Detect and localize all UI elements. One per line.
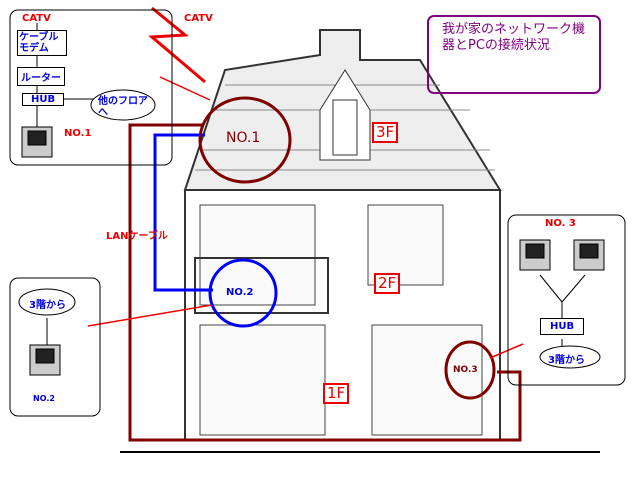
no3-from-label: 3階から	[548, 355, 585, 366]
arrow-no2	[87, 304, 213, 327]
no1-label: NO.1	[64, 128, 92, 139]
no3-box	[507, 214, 626, 386]
no1-box	[9, 9, 173, 166]
cable-modem-box: ケーブルモデム	[17, 30, 67, 56]
no3-hub-box: HUB	[540, 318, 585, 335]
hub-box: HUB	[22, 93, 65, 106]
arrow-no3	[489, 343, 524, 359]
floor-2f-label: 2F	[374, 273, 401, 294]
circle-no3	[444, 340, 496, 400]
no3-label: NO. 3	[545, 218, 576, 229]
circle-no1	[198, 96, 292, 184]
floor-1f-label: 1F	[323, 383, 350, 404]
circle-no3-label: NO.3	[453, 365, 478, 375]
other-floor-label: 他のフロアへ	[98, 96, 148, 118]
pc-icon	[21, 126, 53, 158]
trunk-cable	[128, 123, 522, 442]
lan-cable	[153, 133, 213, 292]
circle-no2	[208, 258, 278, 328]
no2-label: NO.2	[33, 394, 55, 403]
other-floor-bubble	[90, 89, 156, 121]
router-box: ルーター	[17, 67, 65, 86]
catv-label: CATV	[184, 13, 213, 24]
page-title: 我が家のネットワーク機器とPCの接続状況	[442, 22, 586, 53]
pc-icon	[29, 344, 61, 376]
catv-label-box: CATV	[22, 13, 51, 24]
title-box	[427, 15, 601, 94]
no2-box	[9, 277, 101, 417]
balcony	[194, 257, 329, 314]
floor-3f-label: 3F	[372, 122, 399, 143]
catv-line	[148, 6, 206, 84]
circle-no2-label: NO.2	[226, 287, 254, 298]
lan-cable-label: LANケーブル	[106, 231, 168, 242]
no2-from-label: 3階から	[29, 300, 66, 311]
pc-icon	[573, 239, 605, 271]
circle-no1-label: NO.1	[226, 130, 261, 146]
pc-icon	[519, 239, 551, 271]
